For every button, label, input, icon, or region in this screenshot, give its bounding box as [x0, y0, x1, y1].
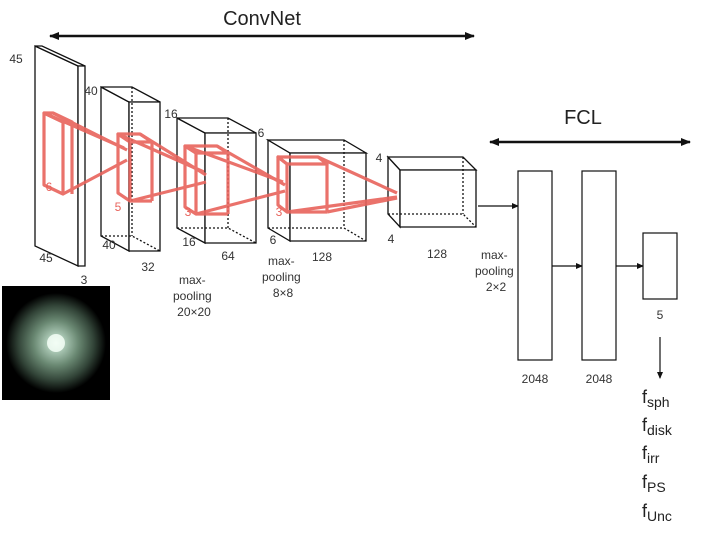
input-volume: [34, 44, 86, 268]
conv2-channels-label: 64: [221, 249, 235, 263]
conv1-kernel-label: 5: [115, 200, 122, 214]
conv1-height-label: 40: [84, 84, 98, 98]
conv2-volume: [176, 116, 257, 245]
output-class-list: fsph fdisk firr fPS fUnc: [642, 387, 673, 524]
conv2-width-label: 16: [182, 235, 196, 249]
conv3-height-label: 6: [258, 126, 265, 140]
output-layer: [642, 232, 678, 300]
conv1-width-label: 40: [102, 238, 116, 252]
galaxy-input-image: [2, 286, 110, 400]
output-size-label: 5: [657, 308, 664, 322]
conv1-volume: [100, 85, 161, 253]
input-kernel-label: 6: [46, 180, 53, 194]
pooling-2-label: max- pooling 8×8: [262, 254, 304, 300]
conv2-height-label: 16: [164, 107, 178, 121]
conv3-width-label: 6: [270, 233, 277, 247]
kernel-projections: [42, 111, 398, 216]
pooling-3-label: max- pooling 2×2: [475, 248, 517, 294]
conv4-volume: [386, 155, 478, 229]
conv4-channels-label: 128: [427, 247, 447, 261]
pooling-1-label: max- pooling 20×20: [173, 273, 215, 319]
input-height-label: 45: [9, 52, 23, 66]
fc2-size-label: 2048: [586, 372, 613, 386]
output-class-unc: fUnc: [642, 501, 672, 524]
fc1-size-label: 2048: [522, 372, 549, 386]
conv1-channels-label: 32: [141, 260, 155, 274]
conv4-height-label: 4: [376, 151, 383, 165]
conv3-kernel-label: 3: [276, 205, 283, 219]
conv2-kernel-label: 3: [185, 205, 192, 219]
input-channels-label: 3: [81, 273, 88, 287]
fc1-layer: [517, 170, 553, 361]
conv3-channels-label: 128: [312, 250, 332, 264]
conv4-width-label: 4: [388, 232, 395, 246]
output-class-ps: fPS: [642, 472, 666, 495]
output-class-irr: firr: [642, 443, 660, 466]
fc2-layer: [581, 170, 617, 361]
convnet-title: ConvNet: [223, 8, 301, 30]
output-class-sph: fsph: [642, 387, 670, 410]
input-width-label: 45: [39, 251, 53, 265]
fcl-title: FCL: [564, 107, 602, 129]
output-class-disk: fdisk: [642, 415, 673, 438]
